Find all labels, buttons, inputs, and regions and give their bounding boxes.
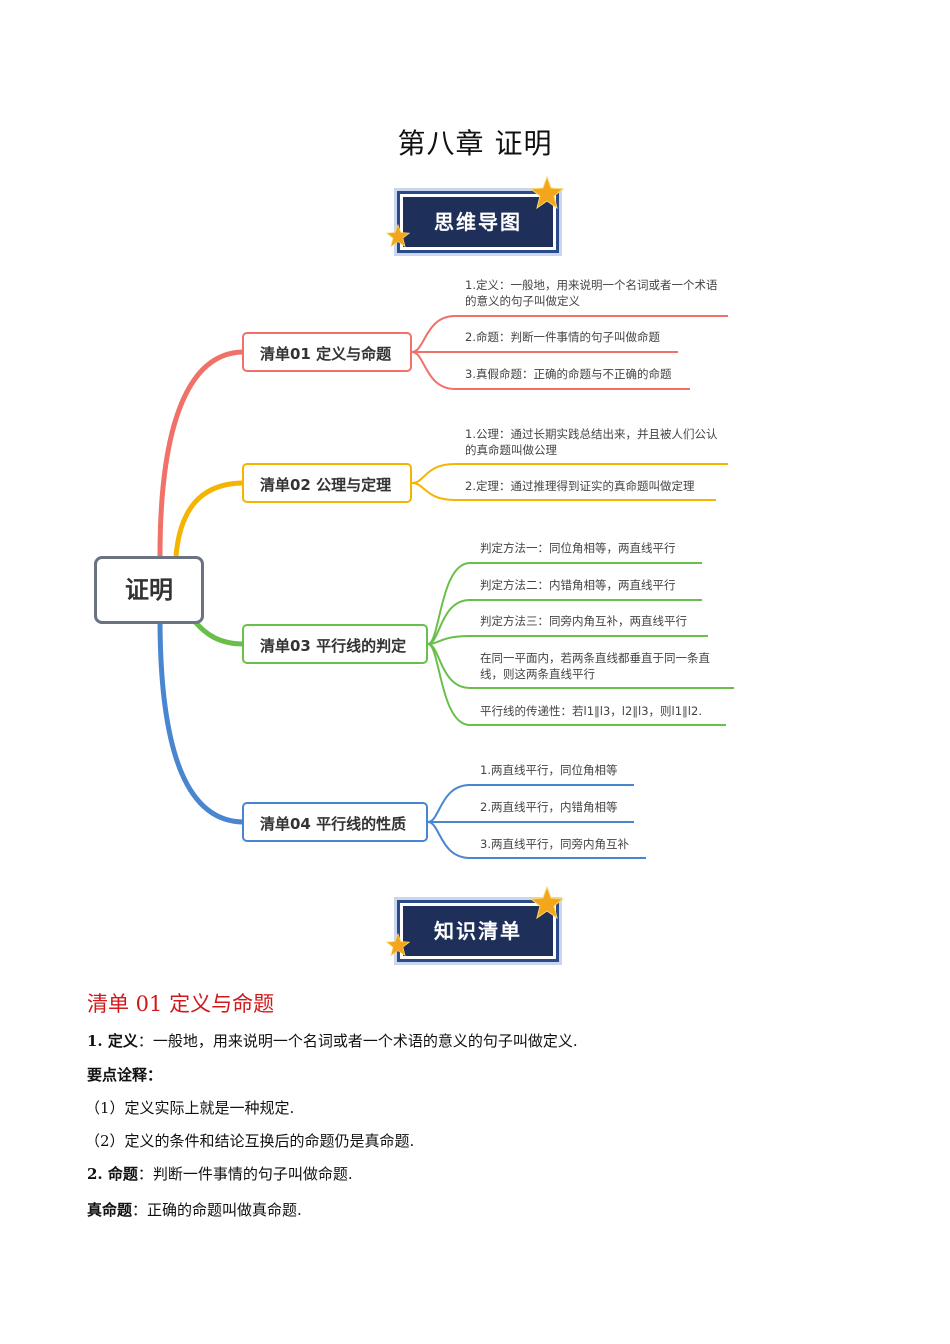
branch-node-3: 清单03 平行线的判定 xyxy=(242,624,428,664)
leaf-1-1: 1.定义：一般地，用来说明一个名词或者一个术语的意义的句子叫做定义 xyxy=(465,278,718,308)
branch-node-4: 清单04 平行线的性质 xyxy=(242,802,428,842)
star-icon xyxy=(386,933,410,957)
leaf-3-4: 在同一平面内，若两条直线都垂直于同一条直线，则这两条直线平行 xyxy=(480,651,710,681)
paragraph-note-2: （2）定义的条件和结论互换后的命题仍是真命题. xyxy=(85,1132,415,1150)
leaf-3-2: 判定方法二：内错角相等，两直线平行 xyxy=(480,578,676,592)
knowledge-banner: 知识清单 xyxy=(397,900,559,962)
paragraph-definition: 1. 定义：一般地，用来说明一个名词或者一个术语的意义的句子叫做定义. xyxy=(87,1030,578,1051)
leaf-1-3: 3.真假命题：正确的命题与不正确的命题 xyxy=(465,367,672,381)
leaf-4-1: 1.两直线平行，同位角相等 xyxy=(480,763,618,777)
paragraph-true-proposition: 真命题：正确的命题叫做真命题. xyxy=(87,1199,302,1220)
leaf-4-3: 3.两直线平行，同旁内角互补 xyxy=(480,837,629,851)
paragraph-note-1: （1）定义实际上就是一种规定. xyxy=(85,1099,295,1117)
section-title: 清单 01 定义与命题 xyxy=(87,992,275,1016)
proposition-text: ：判断一件事情的句子叫做命题. xyxy=(137,1165,353,1183)
paragraph-notes-label: 要点诠释： xyxy=(87,1064,162,1085)
star-icon xyxy=(386,224,410,248)
leaf-1-2: 2.命题：判断一件事情的句子叫做命题 xyxy=(465,330,660,344)
chapter-title: 第八章 证明 xyxy=(397,127,553,160)
leaf-3-5: 平行线的传递性：若l1∥l3，l2∥l3，则l1∥l2. xyxy=(480,704,702,718)
mindmap-connectors xyxy=(157,315,734,859)
mindmap-root: 证明 xyxy=(94,556,204,624)
leaf-2-1: 1.公理：通过长期实践总结出来，并且被人们公认的真命题叫做公理 xyxy=(465,427,718,457)
true-proposition-label: 真命题 xyxy=(87,1201,133,1219)
branch-node-1: 清单01 定义与命题 xyxy=(242,332,412,372)
proposition-label: 2. 命题 xyxy=(87,1165,138,1183)
paragraph-proposition: 2. 命题：判断一件事情的句子叫做命题. xyxy=(87,1163,353,1184)
definition-label: 1. 定义 xyxy=(87,1032,138,1050)
branch-node-2: 清单02 公理与定理 xyxy=(242,463,412,503)
true-proposition-text: ：正确的命题叫做真命题. xyxy=(132,1201,302,1219)
leaf-3-1: 判定方法一：同位角相等，两直线平行 xyxy=(480,541,676,555)
leaf-2-2: 2.定理：通过推理得到证实的真命题叫做定理 xyxy=(465,479,695,493)
leaf-3-3: 判定方法三：同旁内角互补，两直线平行 xyxy=(480,614,687,628)
star-icon xyxy=(530,176,564,210)
notes-label: 要点诠释： xyxy=(87,1066,163,1084)
star-icon xyxy=(530,886,564,920)
definition-text: ：一般地，用来说明一个名词或者一个术语的意义的句子叫做定义. xyxy=(137,1032,578,1050)
mindmap-banner: 思维导图 xyxy=(397,191,559,253)
leaf-4-2: 2.两直线平行，内错角相等 xyxy=(480,800,618,814)
